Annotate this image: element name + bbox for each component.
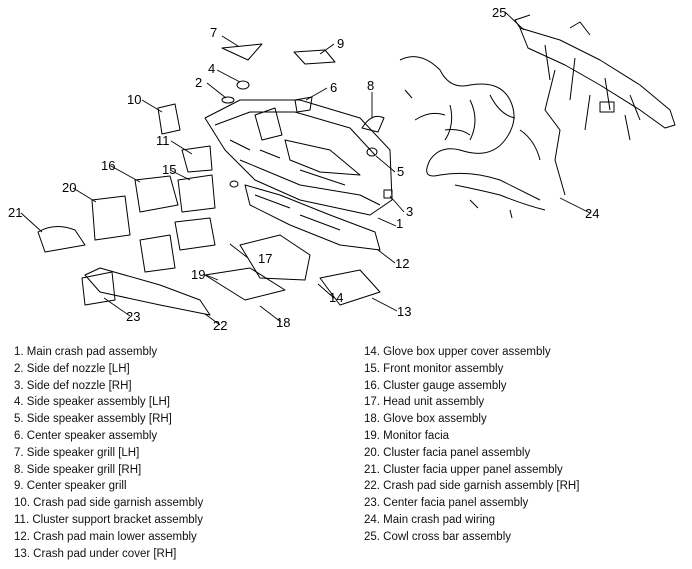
legend-item: 21. Cluster facia upper panel assembly — [364, 463, 563, 476]
callout-15: 15 — [162, 162, 176, 177]
legend-item: 4. Side speaker assembly [LH] — [14, 396, 170, 409]
callout-9: 9 — [337, 36, 344, 51]
legend-item: 5. Side speaker assembly [RH] — [14, 413, 172, 426]
callout-11: 11 — [156, 133, 170, 148]
legend-item: 18. Glove box assembly — [364, 413, 487, 426]
callout-10: 10 — [127, 92, 141, 107]
legend-right-column: 14. Glove box upper cover assembly 15. F… — [364, 344, 684, 546]
legend-item: 6. Center speaker assembly — [14, 429, 158, 442]
legend-item: 1. Main crash pad assembly — [14, 346, 158, 358]
legend-item: 19. Monitor facia — [364, 429, 450, 442]
main-crash-pad-drawing — [204, 99, 393, 216]
callout-25: 25 — [492, 5, 506, 20]
callout-1: 1 — [396, 216, 403, 231]
callout-22: 22 — [213, 318, 227, 333]
legend-item: 24. Main crash pad wiring — [364, 513, 496, 526]
legend-item: 17. Head unit assembly — [364, 396, 485, 409]
exploded-view-diagram: 1 2 3 4 5 6 7 8 9 10 11 12 13 14 15 16 1… — [8, 5, 676, 333]
legend-item: 16. Cluster gauge assembly — [364, 379, 507, 392]
callout-24: 24 — [585, 206, 599, 221]
legend-item: 13. Crash pad under cover [RH] — [14, 547, 177, 560]
callout-12: 12 — [395, 256, 409, 271]
callout-14: 14 — [329, 290, 343, 305]
legend-item: 12. Crash pad main lower assembly — [14, 530, 197, 543]
callout-16: 16 — [101, 158, 115, 173]
legend-item: 15. Front monitor assembly — [364, 362, 504, 375]
legend-item: 22. Crash pad side garnish assembly [RH] — [364, 480, 580, 493]
legend-item: 20. Cluster facia panel assembly — [364, 446, 531, 459]
callout-5: 5 — [397, 164, 404, 179]
main-wiring-drawing — [399, 56, 546, 219]
callout-13: 13 — [397, 304, 411, 319]
legend-item: 7. Side speaker grill [LH] — [14, 446, 140, 459]
callout-20: 20 — [62, 180, 76, 195]
cowl-cross-bar-drawing — [514, 14, 676, 196]
legend-item: 10. Crash pad side garnish assembly — [14, 497, 204, 510]
legend-item: 8. Side speaker grill [RH] — [14, 463, 142, 476]
small-parts-drawing — [37, 43, 393, 316]
legend-item: 25. Cowl cross bar assembly — [364, 530, 511, 543]
legend-item: 3. Side def nozzle [RH] — [14, 379, 132, 392]
legend-item: 2. Side def nozzle [LH] — [14, 362, 130, 375]
callout-8: 8 — [367, 78, 374, 93]
legend-item: 11. Cluster support bracket assembly — [14, 513, 203, 526]
legend-item: 9. Center speaker grill — [14, 480, 127, 493]
callout-7: 7 — [210, 25, 217, 40]
callout-2: 2 — [195, 75, 202, 90]
callout-23: 23 — [126, 309, 140, 324]
legend-left-column: 1. Main crash pad assembly 2. Side def n… — [14, 344, 354, 562]
callout-21: 21 — [8, 205, 22, 220]
callout-17: 17 — [258, 251, 272, 266]
callout-6: 6 — [330, 80, 337, 95]
legend-item: 23. Center facia panel assembly — [364, 497, 529, 510]
callout-18: 18 — [276, 315, 290, 330]
callout-19: 19 — [191, 267, 205, 282]
legend-item: 14. Glove box upper cover assembly — [364, 346, 551, 358]
callout-4: 4 — [208, 61, 215, 76]
callout-3: 3 — [406, 204, 413, 219]
crash-pad-lower-drawing — [244, 184, 381, 251]
leader-lines — [20, 11, 591, 326]
